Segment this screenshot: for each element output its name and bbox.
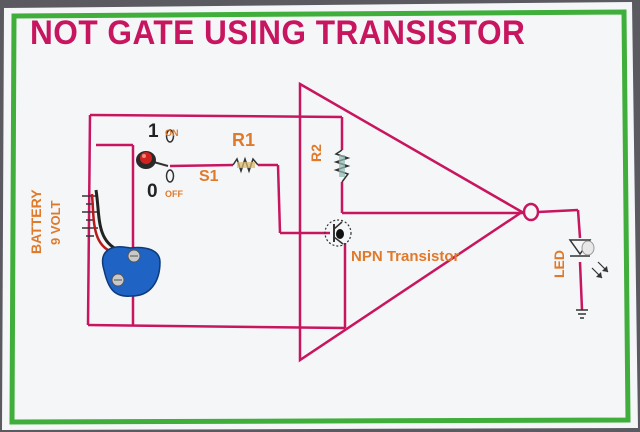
switch-on-label: ON <box>165 128 179 138</box>
resistor-r1-label: R1 <box>232 130 256 150</box>
switch-off-label: OFF <box>165 189 183 199</box>
resistor-r2-label: R2 <box>308 144 324 162</box>
not-gate-triangle <box>298 81 525 363</box>
resistor-r1-icon <box>232 156 259 174</box>
page-title: NOT GATE USING TRANSISTOR <box>30 14 526 52</box>
led-icon <box>568 239 609 279</box>
battery-label: BATTERY <box>28 189 44 254</box>
switch-knob <box>140 152 152 164</box>
circuit-wires <box>86 113 584 330</box>
switch-contact-off <box>165 169 175 183</box>
npn-transistor-icon <box>324 219 352 247</box>
led-label: LED <box>551 250 567 278</box>
switch-on-number: 1 <box>148 121 159 142</box>
green-border <box>9 9 631 425</box>
battery-clip-icon <box>101 246 161 297</box>
switch-off-number: 0 <box>147 181 158 202</box>
switch-contact-on <box>165 129 175 143</box>
switch-s1-label: S1 <box>199 168 219 185</box>
ground-icon <box>576 309 588 319</box>
npn-transistor-label: NPN Transistor <box>351 248 460 265</box>
battery-voltage-label: 9 VOLT <box>48 200 63 245</box>
inverter-bubble <box>522 202 540 222</box>
